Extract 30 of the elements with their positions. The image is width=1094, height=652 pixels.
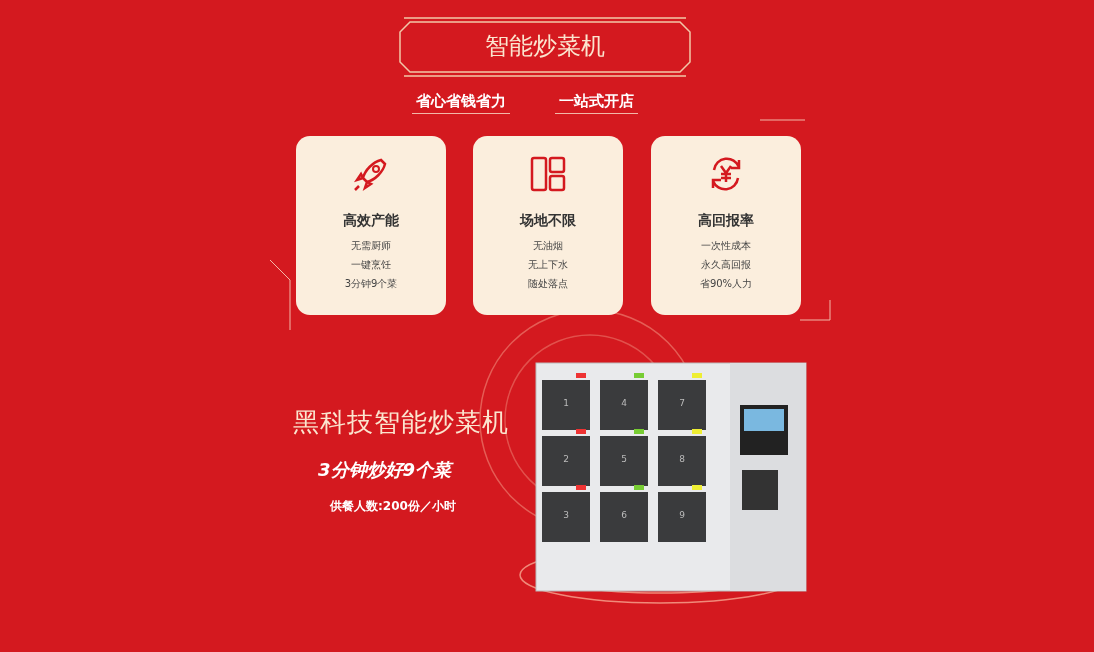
- card-text: 省90%人力: [698, 278, 754, 290]
- headline: 黑科技智能炒菜机: [293, 406, 509, 439]
- slogan: 省心省钱省力: [412, 92, 510, 114]
- door-number: 8: [678, 454, 686, 464]
- title: 智能炒菜机: [484, 31, 606, 62]
- card-heading: 高回报率: [697, 212, 755, 230]
- door-number: 2: [562, 454, 570, 464]
- door-number: 1: [562, 398, 570, 408]
- door-number: 7: [678, 398, 686, 408]
- door-number: 6: [620, 510, 628, 520]
- feature-card: [473, 136, 623, 315]
- door-number: 4: [620, 398, 628, 408]
- door-number: 9: [678, 510, 686, 520]
- card-text: 永久高回报: [700, 259, 752, 271]
- subheadline: 3分钟炒好9个菜: [318, 458, 452, 482]
- slogan: 一站式开店: [555, 92, 638, 114]
- card-text: 无上下水: [527, 259, 569, 271]
- card-text: 3分钟9个菜: [343, 278, 399, 290]
- card-heading: 场地不限: [518, 212, 577, 230]
- card-heading: 高效产能: [342, 212, 400, 230]
- card-text: 无油烟: [532, 240, 564, 252]
- feature-card: [296, 136, 446, 315]
- feature-card: [651, 136, 801, 315]
- card-text: 无需厨师: [350, 240, 392, 252]
- door-number: 5: [620, 454, 628, 464]
- card-text: 一次性成本: [700, 240, 752, 252]
- door-number: 3: [562, 510, 570, 520]
- capacity-note: 供餐人数:200份／小时: [330, 498, 456, 515]
- card-text: 一键烹饪: [350, 259, 392, 271]
- card-text: 随处落点: [527, 278, 569, 290]
